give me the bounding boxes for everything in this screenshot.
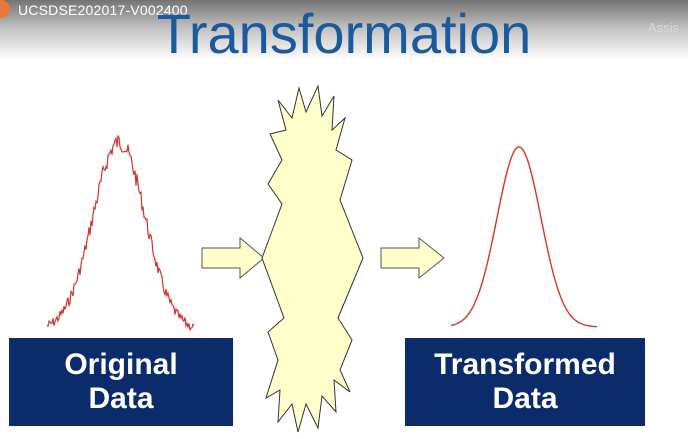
original-data-label: Original Data — [9, 338, 233, 426]
assist-label: Assis — [648, 20, 680, 35]
original-data-label-line2: Data — [88, 382, 154, 415]
original-data-label-line1: Original — [64, 348, 178, 381]
channel-avatar — [0, 0, 10, 18]
transformed-data-curve — [450, 146, 598, 328]
starburst-icon — [261, 84, 364, 433]
video-id-label: UCSDSE202017-V002400 — [18, 2, 188, 18]
transformed-data-label: Transformed Data — [405, 338, 645, 426]
slide-title: Transformation — [156, 2, 532, 65]
transformed-data-label-line2: Data — [492, 382, 558, 415]
transformed-data-label-line1: Transformed — [434, 348, 616, 381]
right-arrow-icon — [201, 236, 265, 280]
original-data-curve — [46, 135, 195, 332]
right-arrow-icon — [380, 236, 445, 280]
